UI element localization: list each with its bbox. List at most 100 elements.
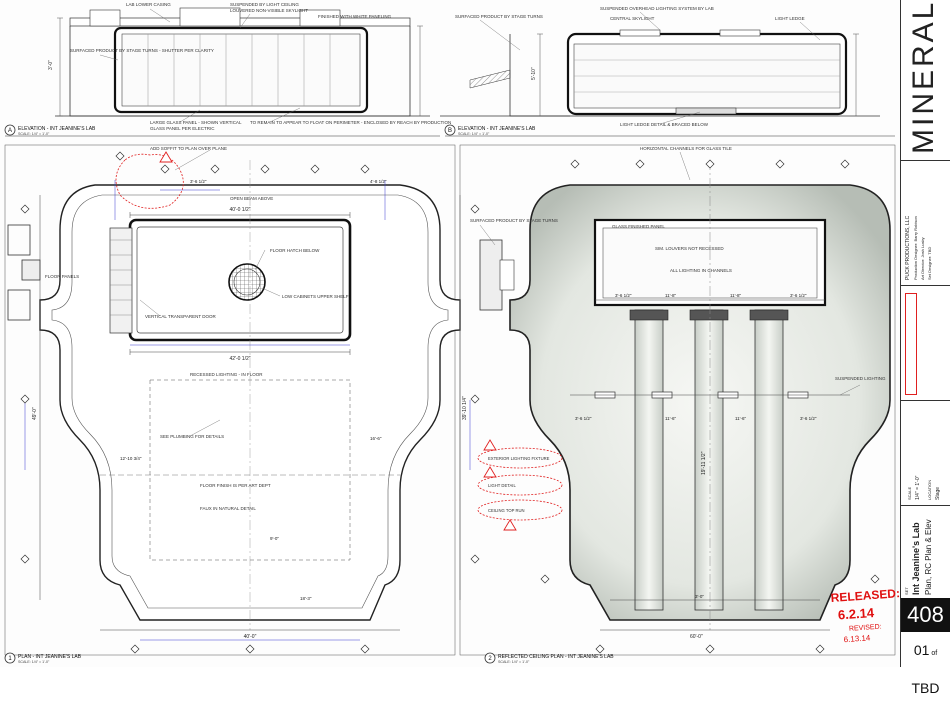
plan-scale: SCALE: 1/4" = 1'-0" — [18, 660, 50, 664]
revision-block — [901, 285, 950, 401]
rcp-dim-6: 11'-6" — [665, 416, 677, 421]
revision-flag-icon — [159, 151, 173, 163]
elevation-a: 3'-0" LAB LOWER CASING SUSPENDED BY LIGH… — [4, 2, 451, 137]
scale-label: SCALE — [907, 486, 912, 500]
floor-hatch — [228, 263, 266, 301]
plan-note-7: FLOOR FINISH IS PER ART DEPT — [200, 483, 271, 488]
rcp-dim-2: 11'-8" — [665, 293, 677, 298]
elev-b-title: ELEVATION - INT JEANINE'S LAB — [458, 126, 536, 132]
elev-b-note-left: SURFACED PRODUCT BY STAGE TURNS — [455, 14, 543, 19]
released-date: 6.2.14 — [837, 605, 875, 623]
elev-a-title: ELEVATION - INT JEANINE'S LAB — [18, 126, 96, 132]
plan-note-top: ADD SOFFIT TO PLAN OVER PLANE — [150, 146, 227, 151]
plan-marker — [4, 652, 16, 664]
credit-line-4: Set Designer: TBD — [927, 246, 932, 280]
floor-plan: 40'-0 1/2" 42'-0 1/2" 40'-0" 49'-0" 39'-… — [4, 144, 480, 664]
elev-a-note-left: SURFACED PRODUCT BY STAGE TURNS - SHUTTE… — [70, 48, 214, 53]
credit-line-1: PUCK PRODUCTIONS, LLC — [905, 215, 911, 280]
plan-note-4: LOW CABINETS UPPER SHELF — [282, 294, 349, 299]
rcp-dim-bottom: 60'-0" — [690, 634, 703, 640]
revision-flag-icon — [483, 439, 497, 451]
rcp-note-top: HORIZONTAL CHANNELS FOR GLASS TILE — [640, 146, 732, 151]
revision-flag-icon — [503, 519, 517, 531]
sheet-number: 408 — [901, 598, 950, 632]
ceiling-beams — [629, 309, 789, 611]
revision-flag-icon — [483, 466, 497, 478]
plan-dim-top: 40'-0 1/2" — [229, 207, 250, 213]
elev-b-note-bottom: LIGHT LEDGE DETAIL & BRACED BELOW — [620, 122, 709, 127]
plan-dim-bottom: 40'-0" — [244, 634, 257, 640]
rcp-scale: SCALE: 1/4" = 1'-0" — [498, 660, 530, 664]
sheet-description: Plan, RC Plan & Elev — [924, 519, 933, 595]
credit-line-2: Production Designer: Barry Robison — [913, 216, 918, 280]
plan-dim-mid: 42'-0 1/2" — [229, 356, 250, 362]
elev-b-note-top-2: CENTRAL SKYLIGHT — [610, 16, 655, 21]
plan-note-10: FLOOR PANELS — [45, 274, 79, 279]
elev-a-marker — [4, 124, 16, 136]
reflected-ceiling-plan: 3'-6 1/2" 11'-8" 11'-8" 3'-6 1/2" 3'-6 1… — [459, 144, 896, 664]
plan-note-2: OPEN BEAM ABOVE — [230, 196, 273, 201]
set-name: Int Jeanine's Lab — [911, 522, 921, 595]
rcp-rev-note-1: EXTERIOR LIGHTING FIXTURE — [488, 456, 550, 461]
plan-dim-small-3: 12'-10 3/4" — [120, 456, 142, 461]
plan-note-3: FLOOR HATCH BELOW — [270, 248, 320, 253]
elevation-b: 5'-10" SUSPENDED OVERHEAD LIGHTING SYSTE… — [440, 6, 895, 137]
elev-a-note-top-3: LOUVERED NON-VISIBLE SKYLIGHT — [230, 8, 308, 13]
rcp-dim-8: 3'-6 1/2" — [800, 416, 817, 421]
elev-a-height-dim: 3'-0" — [48, 60, 54, 70]
plan-note-5: RECESSED LIGHTING - IN FLOOR — [190, 372, 263, 377]
plan-dim-small-1: 3'-6 1/2" — [190, 179, 207, 184]
plan-dim-small-6: 18'-3" — [300, 596, 312, 601]
location-value: Stage — [935, 486, 941, 500]
elev-b-marker-label: B — [448, 128, 452, 134]
rcp-title: REFLECTED CEILING PLAN - INT JEANINE'S L… — [498, 654, 614, 660]
elev-a-note-bottom-3: TO REMAIN TO APPEAR TO FLOAT ON PERIMETE… — [250, 120, 451, 125]
rcp-note-3: SIM. LOUVERS NOT RECESSED — [655, 246, 724, 251]
release-stamp: RELEASED: 6.2.14 REVISED: 6.13.14 — [830, 586, 900, 644]
credits-block: PUCK PRODUCTIONS, LLC Production Designe… — [901, 160, 950, 286]
elev-b-note-top-1: SUSPENDED OVERHEAD LIGHTING SYSTEM BY LA… — [600, 6, 714, 11]
rcp-note-4: ALL LIGHTING IN CHANNELS — [670, 268, 732, 273]
rcp-note-2: GLASS FINISHED PANEL — [612, 224, 665, 229]
rcp-dim-1: 3'-6 1/2" — [615, 293, 632, 298]
set-info-block: SET Int Jeanine's Lab Plan, RC Plan & El… — [901, 505, 950, 599]
redline-cloud — [115, 153, 184, 209]
elev-b-height-dim: 5'-10" — [531, 67, 537, 80]
elev-a-scale: SCALE: 1/4" = 1'-0" — [18, 132, 50, 136]
rcp-revision-callouts: EXTERIOR LIGHTING FIXTURE LIGHT DETAIL C… — [477, 439, 563, 531]
rcp-dim-3: 11'-8" — [730, 293, 742, 298]
elev-a-note-top-1: LAB LOWER CASING — [126, 2, 171, 7]
rcp-dim-4: 3'-6 1/2" — [790, 293, 807, 298]
elev-a-note-right: FINISHED WITH WHITE PANELING — [318, 14, 392, 19]
plan-note-8: FAUX IN NATURAL DETAIL — [200, 506, 256, 511]
plan-dim-small-4: 16'-6" — [370, 436, 382, 441]
elev-b-marker — [444, 124, 456, 136]
plan-note-6: SEE PLUMBING FOR DETAILS — [160, 434, 224, 439]
elev-a-marker-label: A — [8, 128, 12, 134]
credit-line-3: Art Director: Josh Lusby — [920, 237, 925, 280]
revised-date: 6.13.14 — [843, 633, 871, 644]
rcp-marker — [484, 652, 496, 664]
rcp-dim-center: 19'-11 1/2" — [701, 451, 707, 475]
location-label: LOCATION — [927, 479, 932, 500]
plan-marker-label: 1 — [8, 656, 12, 662]
plan-dim-small-5: 9'-0" — [270, 536, 279, 541]
drawing-sheet: 3'-0" LAB LOWER CASING SUSPENDED BY LIGH… — [4, 0, 950, 696]
revision-number: 01 — [913, 642, 930, 658]
plan-dim-small-2: 4'-8 1/2" — [370, 179, 387, 184]
elev-b-scale: SCALE: 1/4" = 1'-0" — [458, 132, 490, 136]
rcp-rev-note-2: LIGHT DETAIL — [488, 483, 516, 488]
rcp-marker-label: 2 — [488, 656, 492, 662]
rcp-dim-7: 11'-6" — [735, 416, 747, 421]
elev-b-note-right: LIGHT LEDGE — [775, 16, 805, 21]
drawing-canvas: 3'-0" LAB LOWER CASING SUSPENDED BY LIGH… — [4, 2, 900, 664]
title-block: MINERAL PUCK PRODUCTIONS, LLC Production… — [900, 0, 950, 696]
plan-note-9: VERTICAL TRANSPARENT DOOR — [145, 314, 217, 319]
rcp-note-side: SURFACED PRODUCT BY STAGE TURNS — [470, 218, 558, 223]
scale-value: 1/4" = 1'-0" — [915, 475, 921, 500]
plan-dim-left: 49'-0" — [32, 407, 38, 420]
set-label: SET — [904, 587, 909, 595]
revision-redline-box — [905, 293, 917, 395]
company-logo: MINERAL — [901, 0, 950, 161]
sheet-revision: 01 of TBD — [911, 642, 940, 696]
